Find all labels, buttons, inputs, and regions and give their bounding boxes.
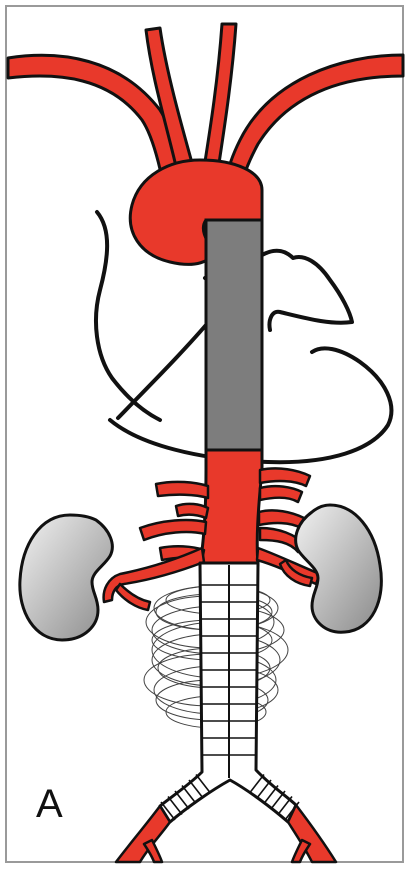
thoracic-stent-graft xyxy=(206,220,262,452)
panel-label: A xyxy=(36,784,63,824)
abdominal-aorta xyxy=(200,450,262,565)
